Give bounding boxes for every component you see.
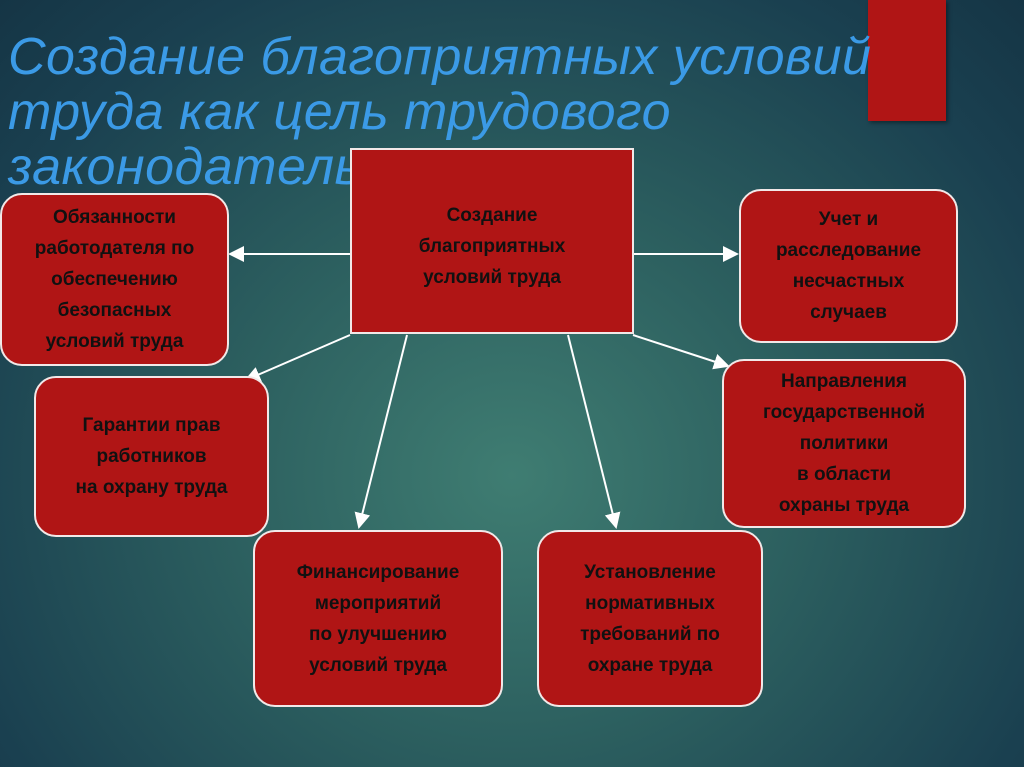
center-node: Создание благоприятных условий труда [350, 148, 634, 334]
decorative-red-bar [868, 0, 946, 121]
arrow-to-state-policy [632, 334, 730, 370]
node-requirements: Установление нормативных требований по о… [537, 530, 763, 707]
slide-title: Создание благоприятных условий труда как… [8, 30, 871, 195]
title-line-2: труда как цель трудового [8, 83, 672, 141]
title-line-3: законодатель [8, 138, 363, 196]
node-employer-duties: Обязанности работодателя по обеспечению … [0, 193, 229, 366]
arrow-to-requirements [567, 334, 621, 529]
node-state-policy: Направления государственной политики в о… [722, 359, 966, 528]
node-accident-investigation: Учет и расследование несчастных случаев [739, 189, 958, 343]
node-financing: Финансирование мероприятий по улучшению … [253, 530, 503, 707]
arrow-to-financing [354, 334, 408, 529]
arrow-to-worker-guarantees [244, 334, 351, 382]
title-line-1: Создание благоприятных условий [8, 28, 872, 86]
node-worker-guarantees: Гарантии прав работников на охрану труда [34, 376, 269, 537]
